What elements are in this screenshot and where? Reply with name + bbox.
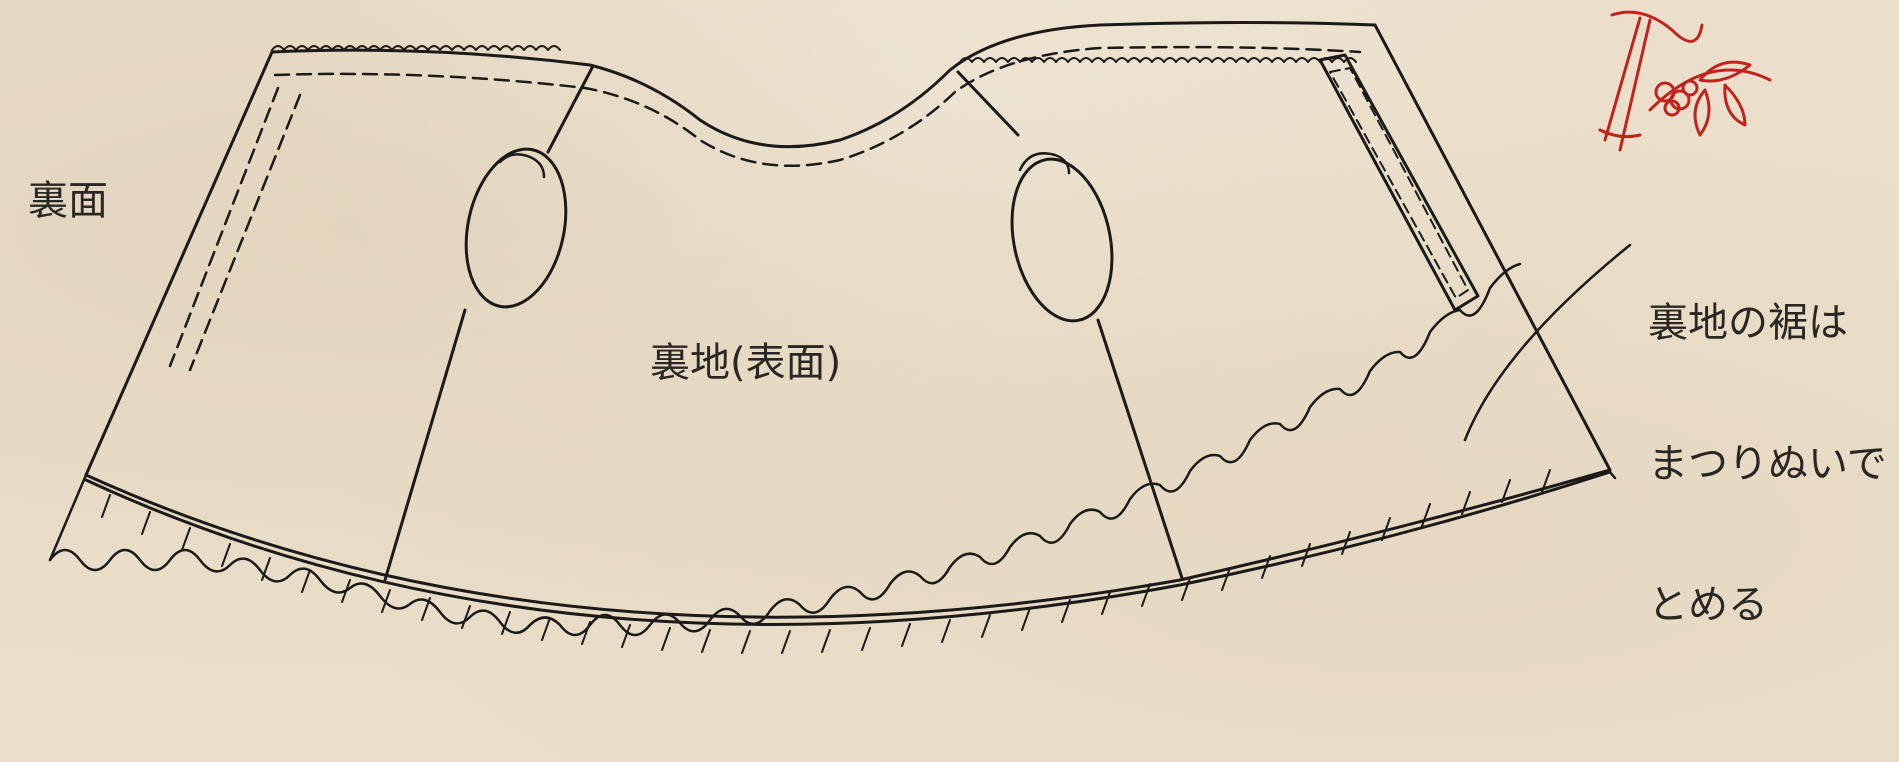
lining-front-label: 裏地(表面) <box>650 340 842 386</box>
neckline-ruffle <box>271 45 1357 63</box>
right-ruffle-edge <box>1608 470 1617 480</box>
hem-line <box>84 470 1612 626</box>
left-ruffle-edge <box>48 473 88 562</box>
hem-note-line-1: 裏地の裾は <box>1648 300 1848 346</box>
left-upper-dart <box>546 66 594 154</box>
left-armhole <box>464 147 568 309</box>
hem-note-line-2: まつりぬいで <box>1648 441 1887 487</box>
hem-note-line-3: とめる <box>1648 582 1768 628</box>
hem-ruffle <box>48 262 1522 637</box>
neckline-stitch <box>273 45 1362 168</box>
velcro-strip-stitch <box>1329 67 1469 299</box>
flower-ribbon-icon <box>1598 10 1772 152</box>
hem-note: 裏地の裾は まつりぬいで とめる <box>1648 206 1887 676</box>
back-side-label: 裏面 <box>28 178 108 224</box>
callout-leader <box>1463 243 1632 442</box>
right-armhole-fold <box>1018 152 1071 175</box>
velcro-strip <box>1318 53 1480 312</box>
left-edge-stitch <box>168 86 302 372</box>
right-upper-dart <box>956 70 1020 137</box>
left-armhole-fold <box>498 153 546 179</box>
neckline <box>270 21 1377 149</box>
right-lower-dart <box>1096 318 1184 580</box>
right-armhole <box>1010 157 1114 323</box>
cape-outline <box>84 23 1612 619</box>
left-lower-dart <box>383 308 467 582</box>
hem-stitches <box>101 469 1551 654</box>
